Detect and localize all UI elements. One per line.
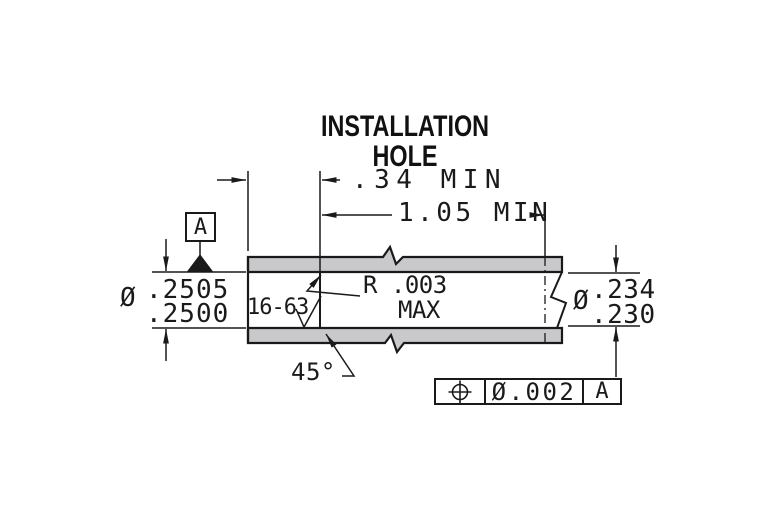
dim-length-min-label: 1.05 MIN [398,198,552,228]
surface-finish-label: 16-63 [247,295,309,320]
fillet-radius-qualifier-label: MAX [398,296,440,324]
feature-control-frame: Ø.002 A [434,378,622,406]
part-bottom-wall [246,326,564,355]
chamfer-angle-leader [325,333,356,377]
fcf-tolerance-value: Ø.002 [484,378,582,406]
fillet-radius-label: R .003 [363,271,447,299]
right-break-line [549,271,568,329]
drawing-title: INSTALLATION HOLE [320,110,490,173]
right-bore-diameter-icon: Ø [573,286,589,316]
left-bore-diameter-icon: Ø [120,283,136,313]
surface-finish-icon [295,295,322,329]
datum-feature-symbol: A [185,212,216,242]
datum-label: A [193,214,208,240]
chamfer-angle-label: 45° [291,358,336,386]
right-bore-upper-limit: .234 [591,275,656,305]
position-tolerance-icon [436,380,484,403]
datum-triangle [187,254,213,272]
fillet-radius-leader [305,274,361,297]
left-bore-lower-limit: .2500 [146,299,230,329]
part-top-wall [246,244,564,274]
dim-depth-min-label: .34 MIN [352,165,508,195]
position-symbol-glyph [448,380,472,403]
fcf-datum-reference: A [582,379,620,404]
right-bore-lower-limit: .230 [591,300,656,330]
left-bore-upper-limit: .2505 [146,275,230,305]
